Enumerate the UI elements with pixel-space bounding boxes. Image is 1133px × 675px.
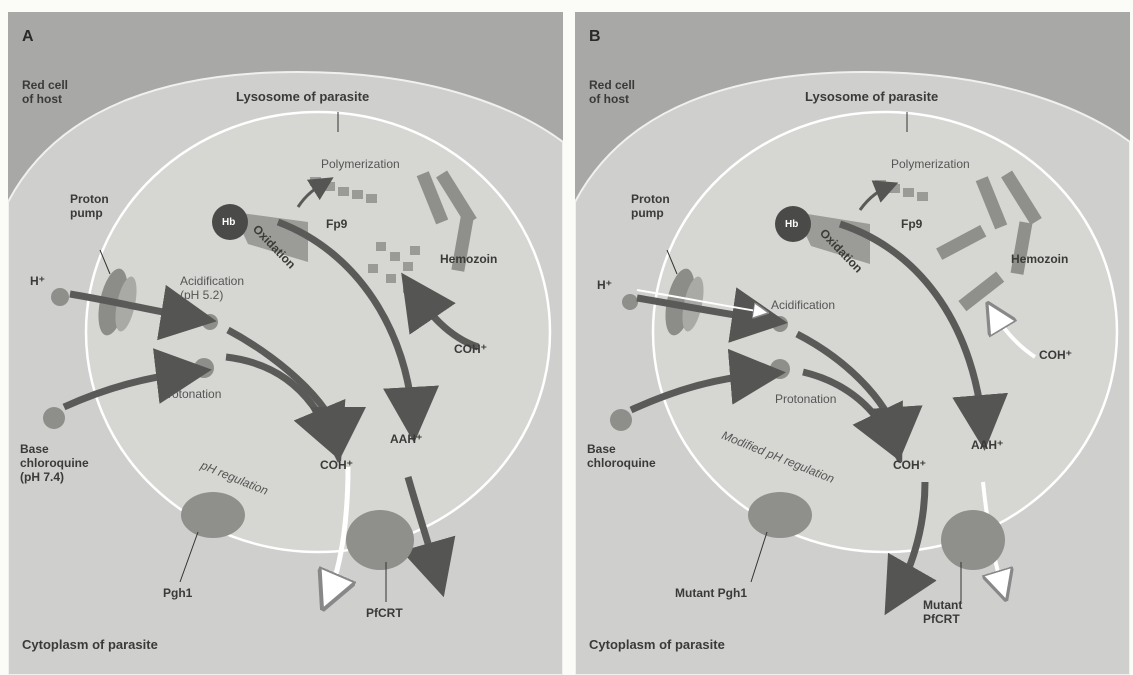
pfcrt-label: Mutant PfCRT: [923, 598, 962, 626]
protonation-label: Protonation: [160, 387, 221, 401]
panel-b: B Red cell of host Lysosome of parasite …: [575, 12, 1130, 675]
polymerization-label: Polymerization: [321, 157, 400, 171]
mutant-pgh1-protein: [748, 492, 812, 538]
polymerization-label: Polymerization: [891, 157, 970, 171]
coh-lower-label: COH⁺: [893, 458, 926, 472]
lysosome: [653, 112, 1117, 552]
coh-upper-label: COH⁺: [454, 342, 487, 356]
red-cell-label: Red cell of host: [589, 78, 635, 106]
base-chloroquine-label: Base chloroquine (pH 7.4): [20, 442, 89, 484]
coh-upper-label: COH⁺: [1039, 348, 1072, 362]
fp9-label: Fp9: [901, 217, 922, 231]
acidification-label: Acidification (pH 5.2): [180, 274, 244, 302]
h-plus-label: H⁺: [597, 278, 612, 292]
cytoplasm-label: Cytoplasm of parasite: [589, 638, 725, 652]
panel-b-drawing: [575, 12, 1130, 675]
pfcrt-protein: [346, 510, 414, 570]
proton-pump-label: Proton pump: [631, 192, 670, 220]
base-chloroquine-label: Base chloroquine: [587, 442, 656, 470]
red-cell-label: Red cell of host: [22, 78, 68, 106]
aah-label: AAH⁺: [971, 438, 1003, 452]
panel-letter: B: [589, 28, 601, 46]
panel-letter: A: [22, 28, 34, 46]
hemozoin-label: Hemozoin: [1011, 252, 1068, 266]
coh-lower-label: COH⁺: [320, 458, 353, 472]
proton-pump-label: Proton pump: [70, 192, 109, 220]
lysosome-label: Lysosome of parasite: [805, 90, 938, 104]
hemozoin-label: Hemozoin: [440, 252, 497, 266]
hb-label: Hb: [785, 218, 798, 232]
h-plus-label: H⁺: [30, 274, 45, 288]
pfcrt-label: PfCRT: [366, 606, 403, 620]
pgh1-label: Mutant Pgh1: [675, 586, 747, 600]
pgh1-label: Pgh1: [163, 586, 192, 600]
cytoplasm-label: Cytoplasm of parasite: [22, 638, 158, 652]
panel-a: A Red cell of host Lysosome of parasite …: [8, 12, 563, 675]
protonation-label: Protonation: [775, 392, 836, 406]
mutant-pfcrt-protein: [941, 510, 1005, 570]
acidification-label: Acidification: [771, 298, 835, 312]
lysosome-label: Lysosome of parasite: [236, 90, 369, 104]
aah-label: AAH⁺: [390, 432, 422, 446]
hb-label: Hb: [222, 216, 235, 230]
pgh1-protein: [181, 492, 245, 538]
fp9-label: Fp9: [326, 217, 347, 231]
